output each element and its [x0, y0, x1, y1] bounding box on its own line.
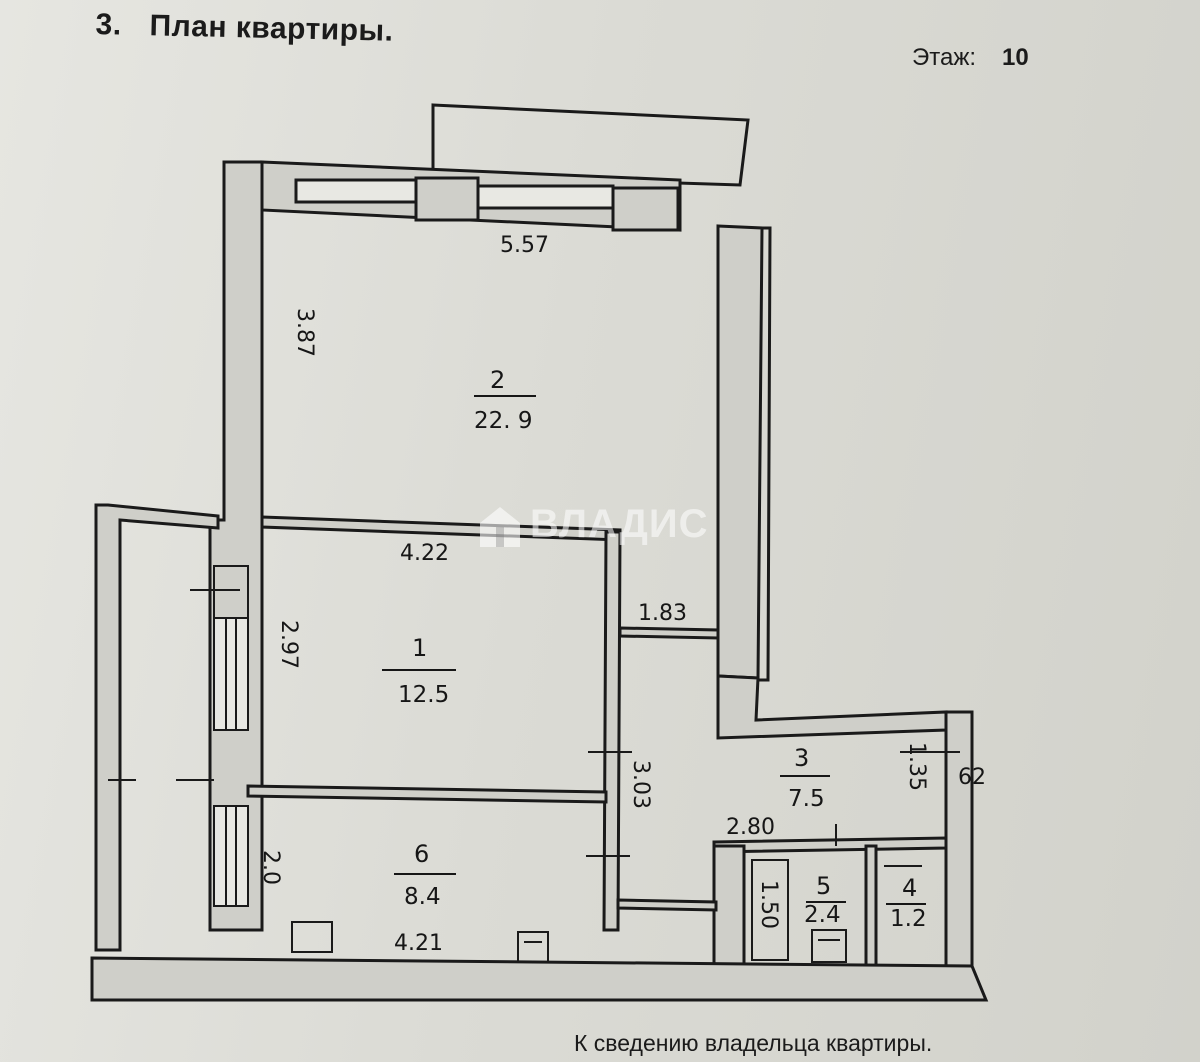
dim-room1-width: 4.22 [400, 541, 449, 566]
floor-info: Этаж: 10 [912, 44, 1029, 72]
top-pier-left [414, 176, 480, 222]
room-6-number: 6 [414, 840, 429, 868]
dim-hall-width: 2.80 [726, 815, 775, 840]
room-1-area: 12.5 [398, 682, 449, 708]
dim-room2-length: 3.87 [292, 308, 317, 357]
dim-side-mark: 62 [958, 765, 986, 790]
room-5-number: 5 [816, 872, 831, 900]
far-right-wall [944, 710, 974, 972]
room-3-number: 3 [794, 744, 809, 772]
left-pier [213, 565, 249, 619]
top-pier-right [611, 186, 680, 232]
room-5-area: 2.4 [804, 902, 841, 928]
dimension-labels: 5.57 3.87 4.22 2.97 1.83 2.0 4.21 3.03 2… [258, 233, 986, 956]
dim-wc-length: 1.35 [904, 742, 929, 791]
hall-partition [712, 836, 948, 854]
room-6-area: 8.4 [404, 884, 441, 910]
dim-bath-length: 1.50 [756, 880, 781, 929]
partition-1-6 [246, 784, 608, 804]
washbasin-fixture [811, 929, 847, 963]
brand-logo-icon [480, 507, 520, 547]
room-2-area: 22. 9 [474, 408, 533, 434]
bath-wc-wall [864, 844, 878, 972]
room-labels: 2 22. 9 1 12.5 6 8.4 3 7.5 5 2.4 4 1.2 [382, 366, 927, 932]
dim-room6-length: 2.0 [258, 850, 283, 885]
bathtub-fixture [751, 859, 789, 961]
dim-room6-width: 4.21 [394, 931, 443, 956]
brand-watermark: ВЛАДИС [530, 502, 709, 546]
room1-right-wall [602, 530, 622, 932]
floor-label: Этаж: [912, 44, 977, 71]
dim-room2-width: 5.57 [500, 233, 549, 258]
floor-value: 10 [1002, 44, 1029, 71]
room-3-area: 7.5 [788, 786, 825, 812]
footer-note: К сведению владельца квартиры. [574, 1030, 933, 1056]
dim-corridor-width: 1.83 [638, 601, 687, 626]
dim-room1-length: 2.97 [276, 620, 301, 669]
left-loggia [94, 503, 220, 952]
room-1-number: 1 [412, 634, 427, 662]
room-4-number: 4 [902, 874, 917, 902]
lower-corridor-wall [616, 898, 718, 912]
left-window-2 [213, 805, 249, 907]
room-4-area: 1.2 [890, 906, 927, 932]
sink-fixture [517, 931, 549, 963]
dim-hall-length: 3.03 [628, 760, 653, 809]
bath-wall-left [712, 844, 746, 972]
room-2-number: 2 [490, 366, 505, 394]
top-window-left [294, 178, 418, 204]
bottom-outer-wall [90, 956, 989, 1002]
right-wall-room2 [716, 224, 764, 680]
corridor-partition [618, 626, 720, 640]
upper-right-wall [758, 226, 772, 682]
stove-fixture [291, 921, 333, 953]
corridor-wall [716, 674, 948, 740]
left-window-1 [213, 617, 249, 731]
balcony-top [431, 103, 750, 187]
top-window-right [476, 184, 615, 210]
